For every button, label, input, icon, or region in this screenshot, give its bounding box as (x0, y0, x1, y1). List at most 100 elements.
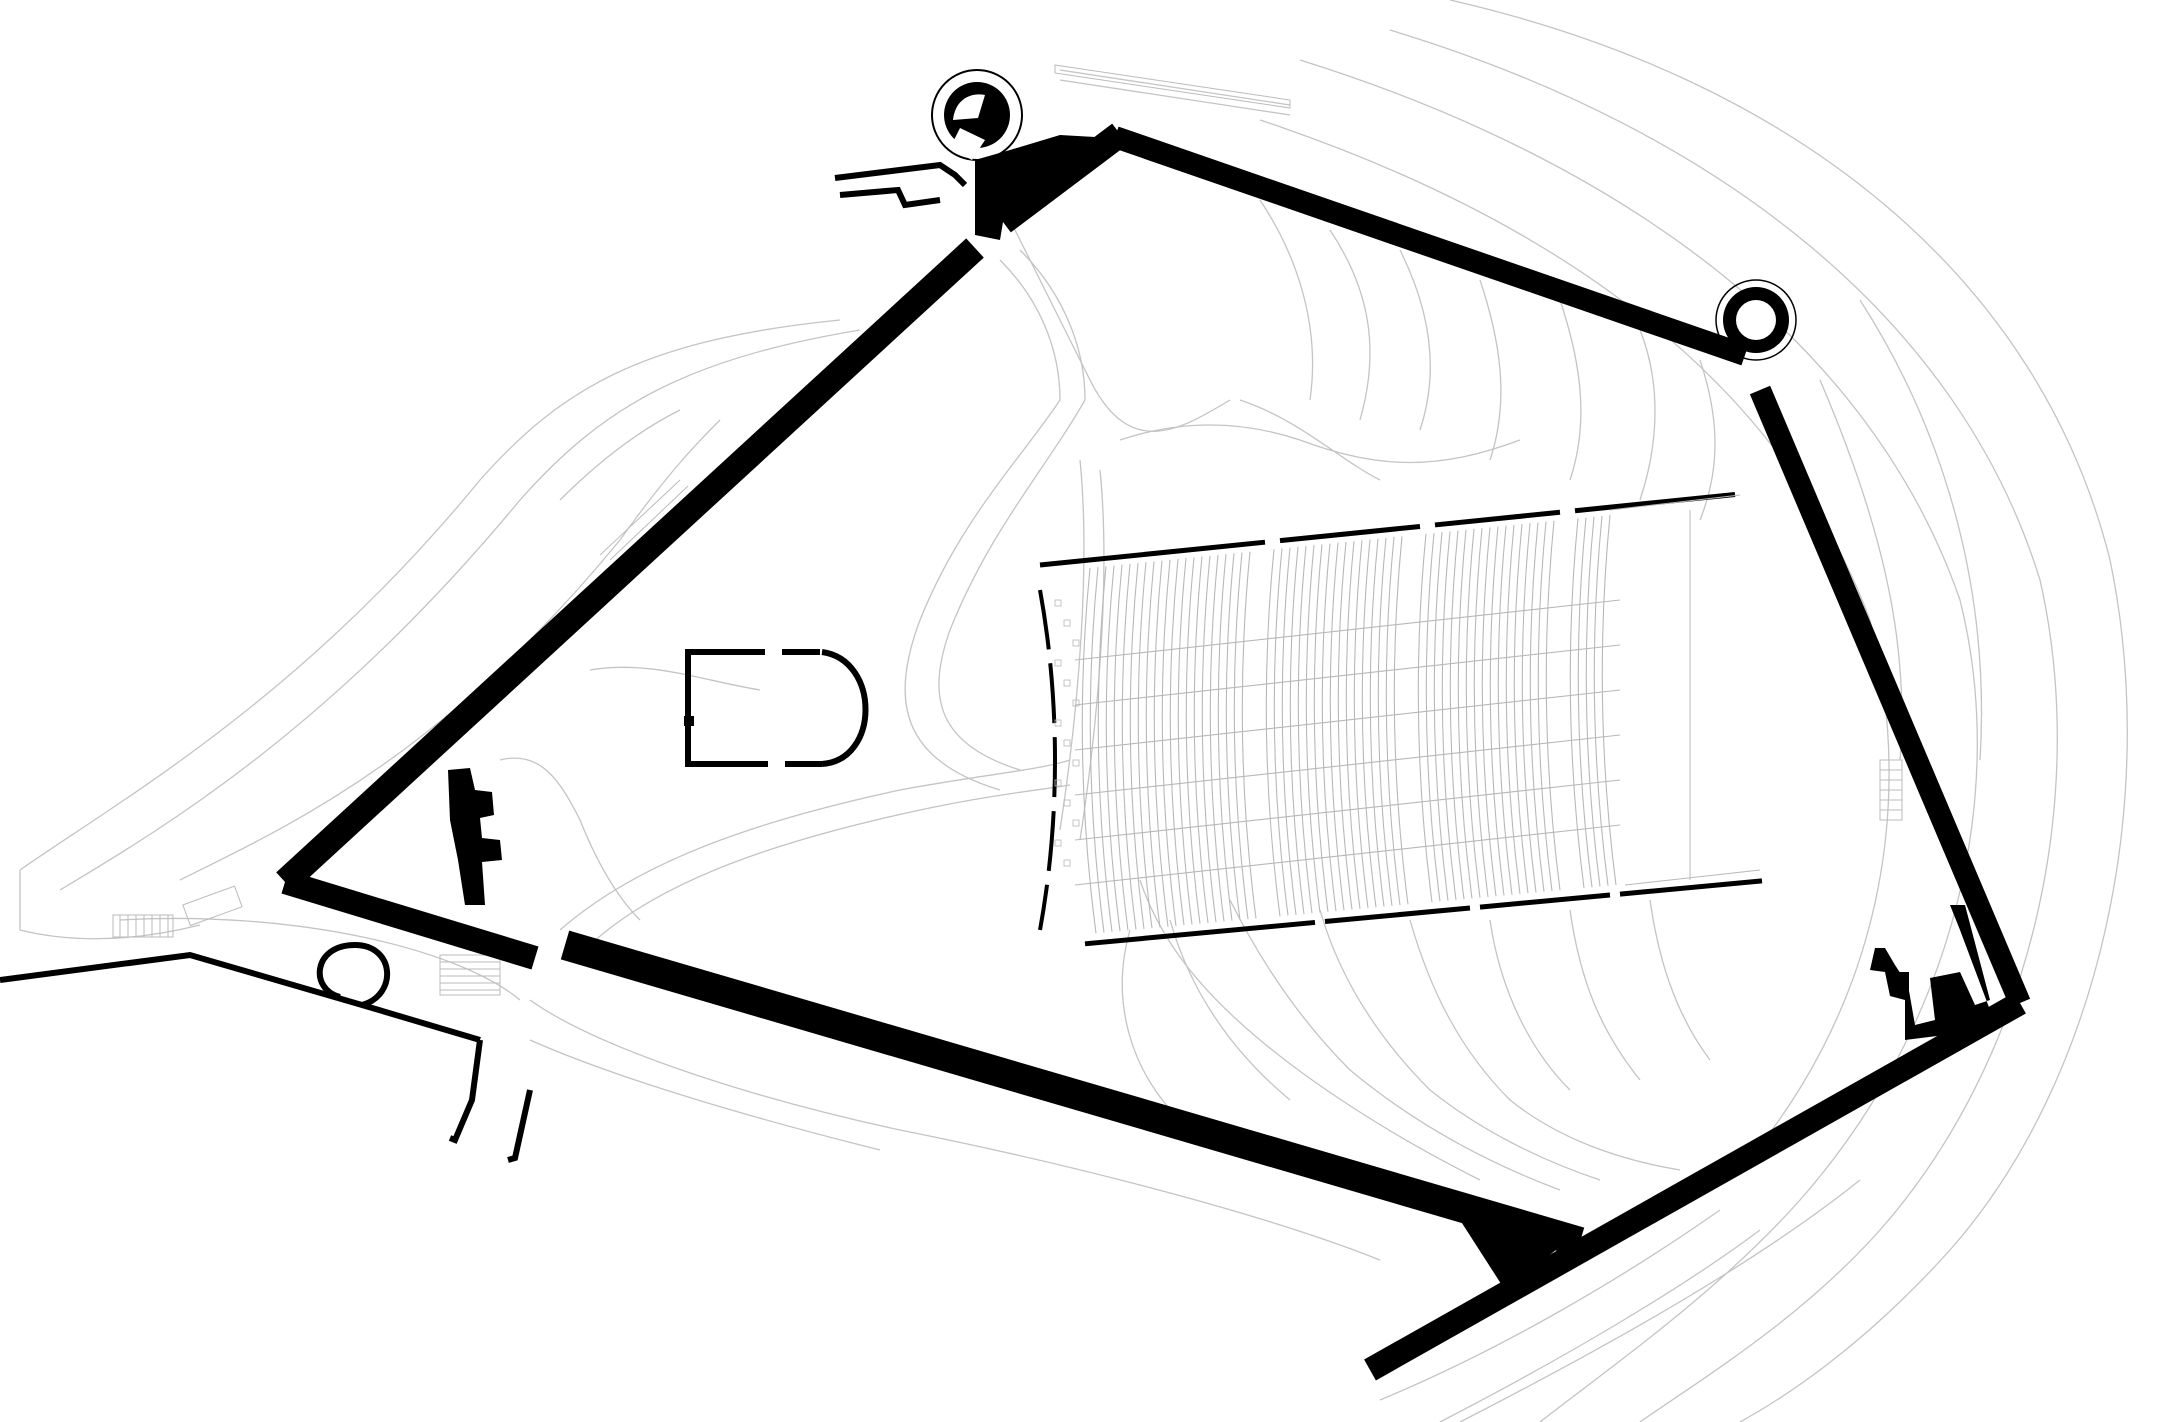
seat-row (1265, 549, 1281, 917)
contour-outer-east-4 (1259, 119, 1890, 1171)
seat-row (1081, 567, 1097, 934)
path-south-outside-2 (529, 1039, 881, 1151)
contour-inner-10 (1239, 399, 1381, 481)
seat-row (1377, 537, 1393, 906)
stage-area-outline (1609, 494, 1761, 886)
aisle-bottom-2 (1479, 892, 1611, 910)
seat-divider (1074, 734, 1621, 796)
contour-south-2 (1379, 1209, 1721, 1401)
east-bastion-wall (1870, 905, 1990, 1040)
north-tower-ledge (834, 161, 968, 188)
seat-row (1097, 566, 1113, 932)
path-south-gate-2 (589, 784, 1071, 946)
contour-outer-east-1 (1449, 0, 2128, 1422)
seat-divider (1074, 689, 1621, 751)
seat-row (1345, 541, 1361, 909)
seat-row (1129, 563, 1145, 929)
seat-row (1113, 564, 1129, 931)
path-north-top-2 (1059, 79, 1291, 116)
stage-edge (1038, 589, 1057, 931)
seat-box (1072, 699, 1080, 707)
seat-row (1505, 524, 1521, 895)
contour-inner-18 (1121, 929, 1181, 1121)
seat-row (1497, 525, 1513, 895)
seat-row (1393, 536, 1409, 905)
contour-inner-6 (1559, 299, 1582, 481)
seat-row (1361, 539, 1377, 908)
seat-divider (1074, 779, 1621, 841)
seat-row (1465, 528, 1481, 898)
gate-jamb-south (507, 1089, 533, 1163)
contour-inner-16 (1569, 909, 1641, 1081)
seat-row (1433, 532, 1449, 901)
north-gate-block (975, 134, 1120, 240)
seat-box (1063, 679, 1071, 687)
east-tower (1715, 279, 1797, 361)
west-gate-tower (0, 941, 533, 1163)
seat-row (1457, 529, 1473, 899)
fortress-walls (276, 123, 2031, 1381)
seat-row (1153, 560, 1169, 927)
seat-divider (1074, 644, 1621, 706)
seat-row (1185, 557, 1201, 924)
path-chapel-1 (589, 666, 761, 691)
seat-row (1425, 532, 1441, 902)
contour-inner-7 (1639, 329, 1656, 501)
aisle-bottom-3 (1619, 878, 1763, 897)
seat-row (1297, 545, 1313, 914)
contour-inner-2 (1259, 199, 1314, 401)
seat-row (1313, 544, 1329, 912)
seat-row (1145, 561, 1161, 928)
seat-row (1529, 522, 1545, 892)
contour-south-3 (1459, 1179, 1861, 1422)
seat-row (1305, 545, 1321, 913)
contour-west-1 (19, 319, 841, 871)
path-chapel-2 (499, 757, 641, 921)
contour-inner-1 (999, 199, 1231, 432)
seat-row (1289, 546, 1305, 915)
west-approach-wall (0, 951, 481, 1043)
seat-box (1063, 739, 1071, 747)
aisle-top-1 (1279, 523, 1421, 544)
seat-row (1089, 567, 1105, 933)
west-buttress (448, 768, 502, 905)
seat-row (1169, 558, 1185, 926)
contour-inner-14 (1409, 919, 1681, 1171)
wall-east (1749, 385, 2031, 1008)
contour-inner-8 (1699, 359, 1716, 521)
seat-row (1177, 558, 1193, 925)
path-amph-ring-1 (1059, 459, 1085, 831)
chapel-nave-wall (685, 649, 768, 767)
contour-west-5 (559, 409, 681, 501)
seat-box (1054, 659, 1062, 667)
stairs (112, 64, 1903, 996)
seat-row (1545, 520, 1561, 891)
seat-row (1217, 554, 1233, 921)
seat-row (1281, 547, 1297, 915)
seat-divider (1074, 599, 1621, 661)
seat-row (1137, 562, 1153, 929)
seat-row (1513, 524, 1529, 894)
seat-box (1072, 639, 1080, 647)
seat-row (1193, 556, 1209, 924)
contour-inner-5 (1479, 279, 1502, 461)
seat-row (1601, 515, 1617, 886)
seat-row (1481, 527, 1497, 897)
seat-row (1241, 551, 1257, 919)
west-approach-wall-2 (448, 1039, 483, 1144)
path-west-outer (119, 917, 521, 1001)
seat-row (1225, 553, 1241, 921)
seat-box (1054, 839, 1062, 847)
footpaths (119, 69, 1381, 1261)
seat-box (1054, 779, 1062, 787)
contour-south-1 (1439, 1229, 1761, 1422)
chapel-pier-1 (684, 716, 694, 726)
north-tower (834, 69, 1023, 209)
seat-box (1063, 859, 1071, 867)
wall-north-west (276, 238, 984, 892)
wall-south-east (1364, 992, 2026, 1381)
seat-box (1054, 719, 1062, 727)
seat-box (1072, 759, 1080, 767)
contour-outer-east-2 (1389, 29, 2058, 1422)
